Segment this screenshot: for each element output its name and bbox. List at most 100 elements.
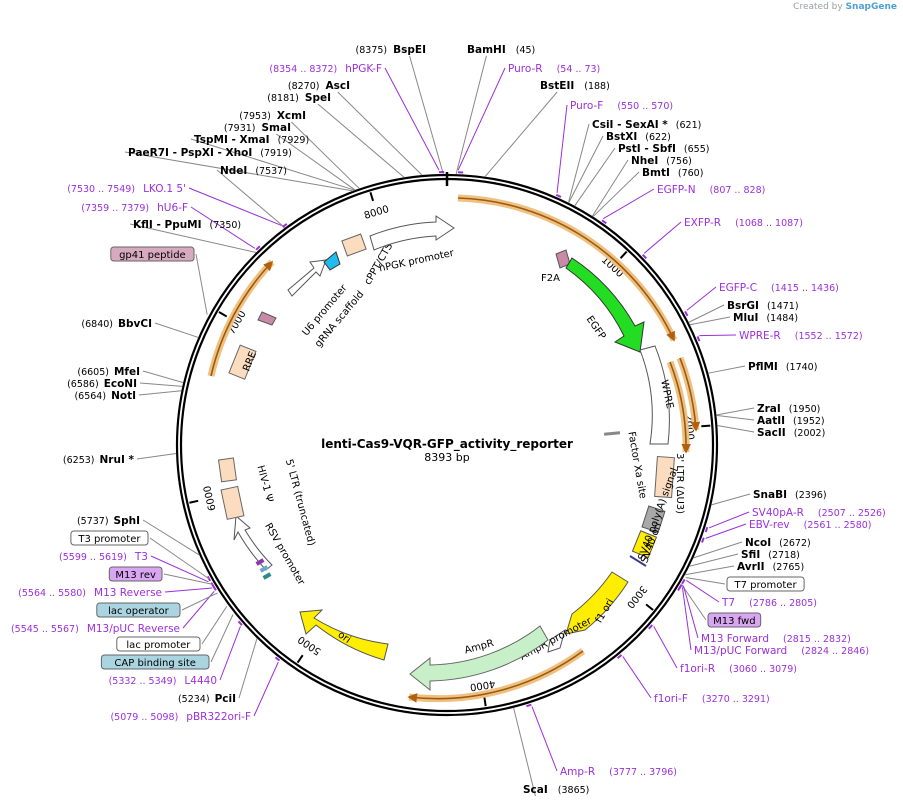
site-pflmi[interactable]: PflMI (1740)	[748, 361, 817, 373]
primer-mark	[282, 223, 288, 228]
site-bstxi[interactable]: BstXI(622)	[606, 131, 671, 143]
site-name: BstEII	[540, 80, 574, 92]
site-bamhi[interactable]: BamHI(45)	[467, 44, 535, 56]
site-nhei[interactable]: NheI(756)	[631, 155, 692, 167]
primer-t7[interactable]: T7(2786 .. 2805)	[721, 597, 817, 609]
site-zrai[interactable]: ZraI(1950)	[757, 403, 820, 415]
feature-box-lacprom[interactable]: lac promoter	[116, 636, 201, 652]
leader-line	[708, 365, 746, 374]
plasmid-name: lenti-Cas9-VQR-GFP_activity_reporter	[321, 437, 573, 452]
leader-line	[574, 147, 616, 207]
leader-line	[150, 555, 209, 583]
primer-f1orif[interactable]: f1ori-F(3270 .. 3291)	[654, 693, 770, 705]
site-ndei[interactable]: NdeI(7537)	[220, 165, 287, 177]
site-mfei[interactable]: MfeI(6605)	[77, 366, 140, 378]
site-pcii[interactable]: PciI(5234)	[178, 693, 236, 705]
site-bsteii[interactable]: BstEII(188)	[540, 80, 610, 92]
leader-line	[688, 304, 725, 323]
site-xcmi[interactable]: XcmI(7953)	[239, 110, 306, 122]
primer-pos: (5564 .. 5580)	[18, 588, 86, 599]
feature-ori	[299, 609, 389, 661]
site-csii[interactable]: CsiI - SexAI *(621)	[592, 119, 701, 131]
primer-f1orir[interactable]: f1ori-R(3060 .. 3079)	[680, 663, 797, 675]
feature-box-t3prom[interactable]: T3 promoter	[70, 530, 149, 546]
primer-hpgkf[interactable]: hPGK-F(8354 .. 8372)	[269, 63, 382, 75]
feature-box-m13fwd[interactable]: M13 fwd	[707, 612, 762, 628]
label-rsv: RSV promoter	[262, 521, 307, 588]
box-label: CAP binding site	[114, 658, 196, 669]
site-sacii[interactable]: SacII (2002)	[757, 427, 825, 439]
feature-box-cap[interactable]: CAP binding site	[100, 654, 210, 670]
primer-l4440[interactable]: L4440(5332 .. 5349)	[109, 675, 217, 687]
site-smai[interactable]: SmaI(7931)	[224, 122, 291, 134]
site-bmti[interactable]: BmtI(760)	[642, 167, 703, 179]
primer-ampr[interactable]: Amp-R(3777 .. 3796)	[560, 766, 677, 778]
primer-sv40par[interactable]: SV40pA-R(2507 .. 2526)	[752, 507, 886, 519]
feature-box-lacop[interactable]: lac operator	[96, 602, 181, 618]
site-tspmi[interactable]: TspMI - XmaI(7929)	[194, 134, 309, 146]
site-name: ZraI	[757, 403, 781, 415]
site-pos: (7929)	[278, 135, 310, 146]
primer-t3[interactable]: T3(5599 .. 5619)	[59, 551, 148, 563]
site-name: MfeI	[114, 366, 140, 378]
primer-hu6f[interactable]: hU6-F(7359 .. 7379)	[81, 202, 188, 214]
site-name: MluI	[733, 312, 758, 324]
box-frame	[116, 636, 201, 652]
site-spei[interactable]: SpeI(8181)	[267, 92, 331, 104]
orf-arc-puro-line	[457, 197, 675, 342]
site-ncoi[interactable]: NcoI(2672)	[745, 537, 811, 549]
primer-exfpr[interactable]: EXFP-R(1068 .. 1087)	[684, 217, 803, 229]
primer-lko15[interactable]: LKO.1 5'(7530 .. 7549)	[67, 183, 186, 195]
site-name: SacII	[757, 427, 786, 439]
site-mlui[interactable]: MluI(1484)	[733, 312, 798, 324]
primer-wprer[interactable]: WPRE-R(1552 .. 1572)	[739, 330, 863, 342]
primer-m13pucf[interactable]: M13/pUC Forward(2824 .. 2846)	[694, 645, 869, 657]
site-pos: (7350)	[210, 220, 242, 231]
site-nrui[interactable]: NruI *(6253)	[63, 454, 135, 466]
box-frame	[726, 576, 805, 592]
feature-box-gp41[interactable]: gp41 peptide	[110, 246, 195, 262]
site-pos: (1740)	[786, 362, 818, 373]
feature-box-m13revbox[interactable]: M13 rev	[108, 566, 163, 582]
site-name: PflMI	[748, 361, 778, 373]
primer-puror[interactable]: Puro-R(54 .. 73)	[508, 63, 600, 75]
feature-box-t7prom[interactable]: T7 promoter	[726, 576, 805, 592]
site-paer7i[interactable]: PaeR7I - PspXI - XhoI(7919)	[128, 147, 292, 159]
site-noti[interactable]: NotI(6564)	[74, 390, 136, 402]
primer-m13pucr[interactable]: M13/pUC Reverse(5545 .. 5567)	[11, 623, 180, 635]
site-avrii[interactable]: AvrII(2765)	[737, 561, 804, 573]
primer-pos: (5599 .. 5619)	[59, 552, 127, 563]
site-bbvci[interactable]: BbvCI(6840)	[81, 318, 152, 330]
site-pos: (2002)	[794, 428, 826, 439]
site-name: BsrGI	[727, 300, 759, 312]
primer-pos: (2786 .. 2805)	[749, 598, 817, 609]
site-bspei[interactable]: BspEI(8375)	[356, 44, 426, 56]
leader-line	[592, 171, 640, 218]
site-asci[interactable]: AscI(8270)	[288, 80, 350, 92]
site-scai[interactable]: ScaI(3865)	[523, 784, 589, 796]
orf-arc-puro	[457, 194, 678, 342]
feature-cppt	[341, 233, 367, 257]
site-snabi[interactable]: SnaBI(2396)	[753, 489, 827, 501]
site-econi[interactable]: EcoNI(6586)	[67, 378, 137, 390]
primer-pbr322[interactable]: pBR322ori-F(5079 .. 5098)	[110, 711, 251, 723]
site-aatii[interactable]: AatII(1952)	[757, 415, 825, 427]
leader-line	[142, 519, 200, 556]
primer-egfpc[interactable]: EGFP-C(1415 .. 1436)	[719, 282, 839, 294]
leader-line	[188, 187, 282, 226]
primer-egfpn[interactable]: EGFP-N(807 .. 828)	[657, 184, 765, 196]
site-bsrgi[interactable]: BsrGI(1471)	[727, 300, 799, 312]
box-label: lac promoter	[126, 640, 191, 651]
site-psti[interactable]: PstI - SbfI(655)	[618, 143, 709, 155]
primer-m13rev[interactable]: M13 Reverse(5564 .. 5580)	[18, 587, 162, 599]
primer-purof[interactable]: Puro-F(550 .. 570)	[570, 100, 673, 112]
site-sfii[interactable]: SfiI(2718)	[741, 549, 800, 561]
tick-label: 8000	[363, 204, 391, 222]
leader-line	[216, 169, 286, 229]
leader-line	[689, 553, 739, 567]
primer-ebvrev[interactable]: EBV-rev(2561 .. 2580)	[749, 519, 872, 531]
site-kfli[interactable]: KflI - PpuMI(7350)	[133, 219, 241, 231]
site-sphi[interactable]: SphI(5737)	[77, 515, 140, 527]
feature-sv40polya	[641, 505, 666, 533]
primer-m13fwd2[interactable]: M13 Forward(2815 .. 2832)	[701, 633, 851, 645]
